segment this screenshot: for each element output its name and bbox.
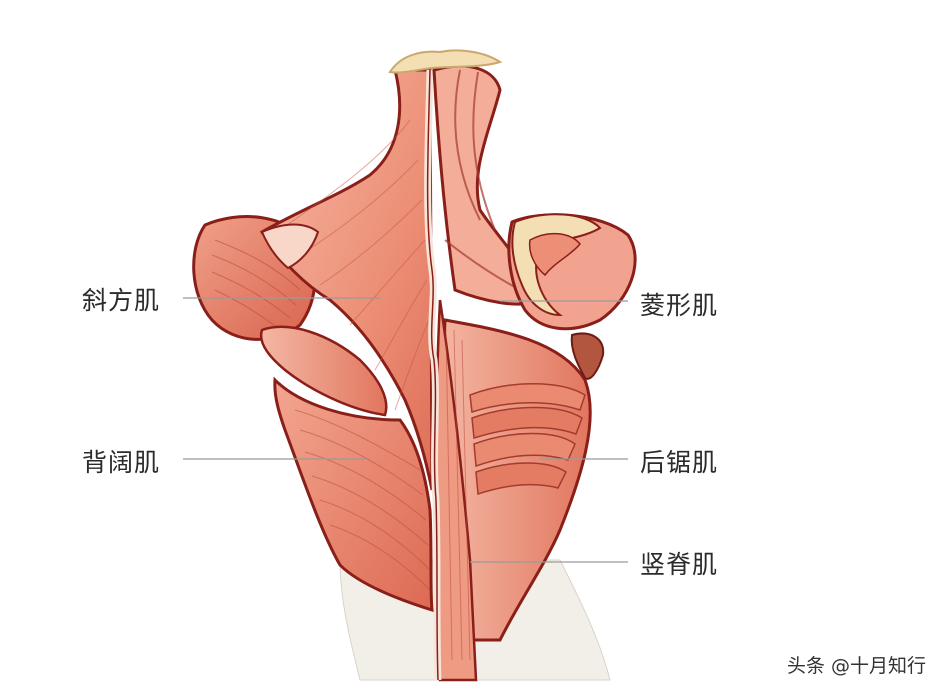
left-shoulder-fibers	[211, 239, 301, 331]
label-latissimus-dorsi: 背阔肌	[82, 448, 161, 477]
latissimus-dorsi-muscle	[273, 376, 434, 613]
label-trapezius: 斜方肌	[82, 286, 161, 315]
latissimus-fibers	[294, 409, 431, 591]
right-scapula-inner	[528, 232, 581, 277]
watermark-text: 头条 @十月知行	[786, 655, 926, 677]
left-acromion	[260, 223, 320, 270]
label-serratus-posterior: 后锯肌	[640, 448, 719, 477]
erector-fibers	[445, 329, 471, 661]
right-armpit-muscle	[570, 332, 605, 380]
leader-lines	[183, 297, 628, 563]
serratus-posterior-muscle	[469, 383, 586, 496]
left-teres	[259, 325, 388, 417]
neck-bone-cap	[388, 49, 503, 74]
trapezius-fibers	[279, 119, 430, 411]
label-erector-spinae: 竖脊肌	[640, 550, 719, 579]
label-rhomboid: 菱形肌	[640, 291, 719, 320]
